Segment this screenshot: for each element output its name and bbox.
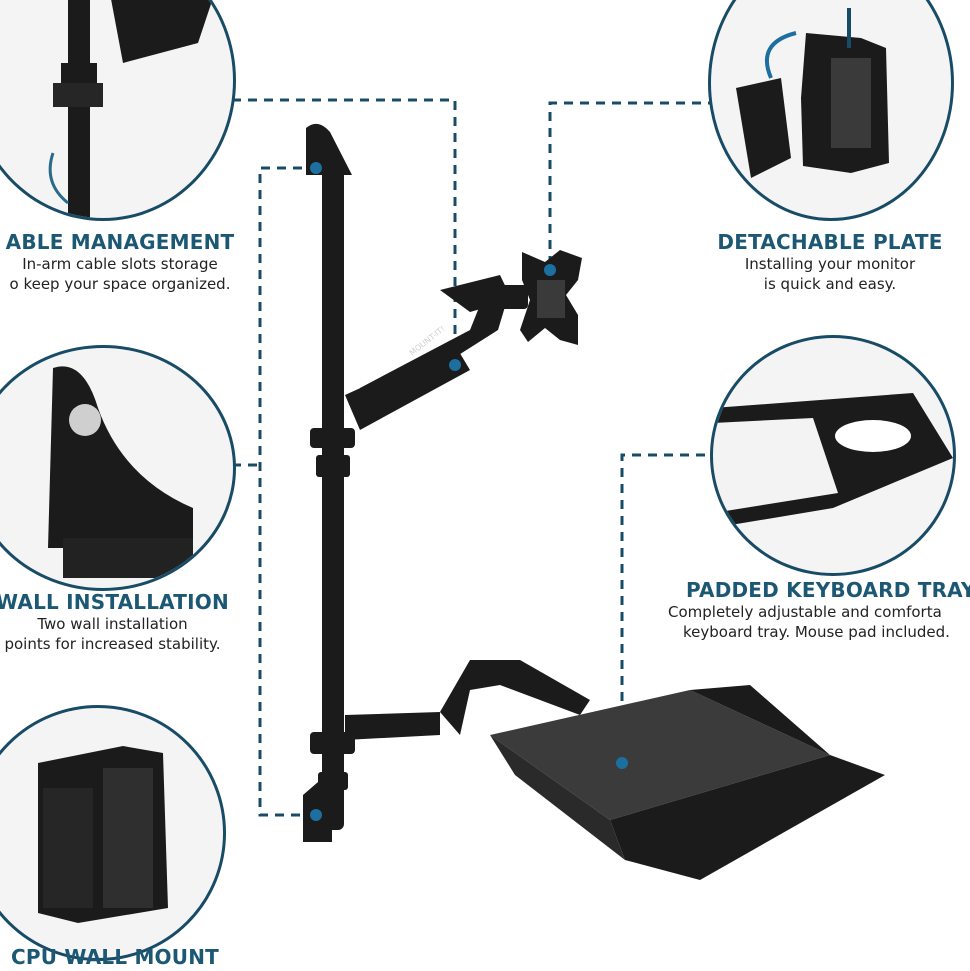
- cable-management-desc-line1: In-arm cable slots storage: [22, 255, 218, 273]
- wall-installation-desc-line1: Two wall installation: [37, 615, 188, 633]
- wall-installation-callout: WALL INSTALLATION Two wall installation …: [0, 590, 235, 654]
- wall-installation-title: WALL INSTALLATION: [0, 590, 229, 614]
- connector-lines: [232, 98, 720, 817]
- plate-detail-image: [736, 8, 889, 178]
- keyboard-tray-desc-line2: keyboard tray. Mouse pad included.: [683, 623, 950, 641]
- detachable-plate-desc-line1: Installing your monitor: [744, 255, 916, 273]
- cable-management-callout: ABLE MANAGEMENT In-arm cable slots stora…: [0, 230, 250, 294]
- cable-management-desc-line2: o keep your space organized.: [9, 275, 231, 293]
- keyboard-tray-callout: PADDED KEYBOARD TRAY Completely adjustab…: [668, 578, 970, 642]
- vesa-plate: [520, 250, 582, 345]
- cpu-mount-callout: CPU WALL MOUNT: [0, 945, 230, 969]
- keyboard-mouse-detail-image: [713, 393, 953, 528]
- keyboard-tray-title: PADDED KEYBOARD TRAY: [686, 578, 970, 602]
- wall-bracket-detail-image: [48, 366, 193, 578]
- detachable-plate-circle: [708, 0, 954, 221]
- cpu-holder-detail-image: [38, 746, 168, 923]
- keyboard-tray-circle: [710, 335, 956, 576]
- cable-management-title: ABLE MANAGEMENT: [5, 230, 235, 254]
- cable-arm-detail-image: [48, 0, 213, 218]
- vertical-pole: [303, 123, 355, 842]
- detachable-plate-callout: DETACHABLE PLATE Installing your monitor…: [700, 230, 960, 294]
- cpu-mount-title: CPU WALL MOUNT: [11, 945, 219, 969]
- keyboard-tray: [490, 685, 885, 880]
- wall-installation-circle: [0, 345, 236, 591]
- keyboard-tray-desc-line1: Completely adjustable and comforta: [668, 603, 942, 621]
- detachable-plate-desc-line2: is quick and easy.: [763, 275, 897, 293]
- monitor-arm: MOUNT-IT!: [345, 275, 528, 430]
- cpu-mount-circle: [0, 705, 226, 961]
- tray-arm: [345, 660, 590, 740]
- attachment-dots: [310, 162, 628, 821]
- detachable-plate-title: DETACHABLE PLATE: [717, 230, 943, 254]
- wall-installation-desc-line2: points for increased stability.: [4, 635, 221, 653]
